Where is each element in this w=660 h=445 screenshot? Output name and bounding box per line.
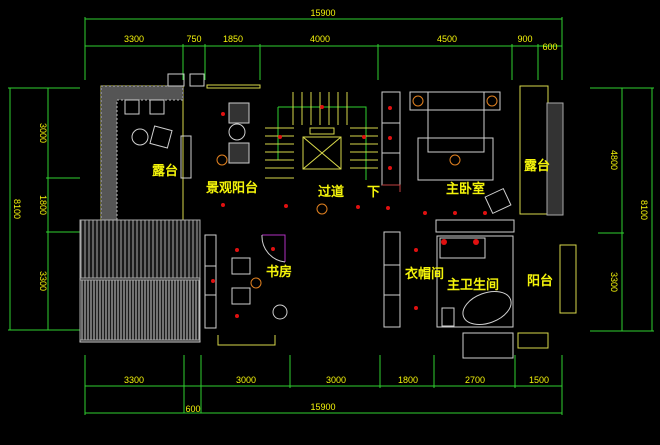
top-dimension-lines <box>84 17 563 80</box>
bottom-dimension-lines <box>84 355 563 415</box>
wood-deck <box>79 219 201 343</box>
dim-left-2: 1800 <box>38 195 48 215</box>
dim-bottom-4: 1800 <box>398 375 418 385</box>
dim-top-1: 3300 <box>124 34 144 44</box>
left-dimension-lines <box>8 87 80 331</box>
room-label-study: 书房 <box>266 264 292 280</box>
dim-top-3: 1850 <box>223 34 243 44</box>
dim-bottom-6: 1500 <box>529 375 549 385</box>
room-label-balcony: 阳台 <box>527 273 553 289</box>
study-furniture <box>204 234 288 346</box>
room-label-landscape-balcony: 景观阳台 <box>206 180 258 196</box>
dim-bottom-total: 15900 <box>310 402 335 412</box>
dim-bottom-offset: 600 <box>185 404 200 414</box>
room-label-down: 下 <box>367 185 380 200</box>
dim-right-total: 8100 <box>639 200 649 220</box>
staircase <box>265 92 378 180</box>
room-label-master-bedroom: 主卧室 <box>446 181 485 197</box>
ceiling-lamps <box>211 95 498 318</box>
left-terrace <box>100 73 205 237</box>
dim-bottom-1: 3300 <box>124 375 144 385</box>
dim-bottom-5: 2700 <box>465 375 485 385</box>
dim-top-6: 900 <box>517 34 532 44</box>
dim-top-4: 4000 <box>310 34 330 44</box>
dim-top-7: 600 <box>542 42 557 52</box>
dim-left-1: 3000 <box>38 123 48 143</box>
bathroom-furniture <box>383 231 577 359</box>
room-label-terrace-left: 露台 <box>152 163 178 179</box>
dim-bottom-3: 3000 <box>326 375 346 385</box>
room-label-cloakroom: 衣帽间 <box>405 266 444 282</box>
dim-bottom-2: 3000 <box>236 375 256 385</box>
room-label-corridor: 过道 <box>318 184 344 200</box>
balcony-furniture <box>206 84 261 164</box>
room-label-master-bathroom: 主卫生间 <box>447 277 499 293</box>
right-dimension-lines <box>590 87 654 332</box>
dim-top-5: 4500 <box>437 34 457 44</box>
dim-top-2: 750 <box>186 34 201 44</box>
dim-right-1: 4800 <box>609 150 619 170</box>
dim-top-total: 15900 <box>310 8 335 18</box>
bedroom-furniture <box>381 85 564 233</box>
dim-right-2: 3300 <box>609 272 619 292</box>
dim-left-total: 8100 <box>12 199 22 219</box>
room-label-terrace-right: 露台 <box>524 158 550 174</box>
dim-left-3: 3300 <box>38 271 48 291</box>
